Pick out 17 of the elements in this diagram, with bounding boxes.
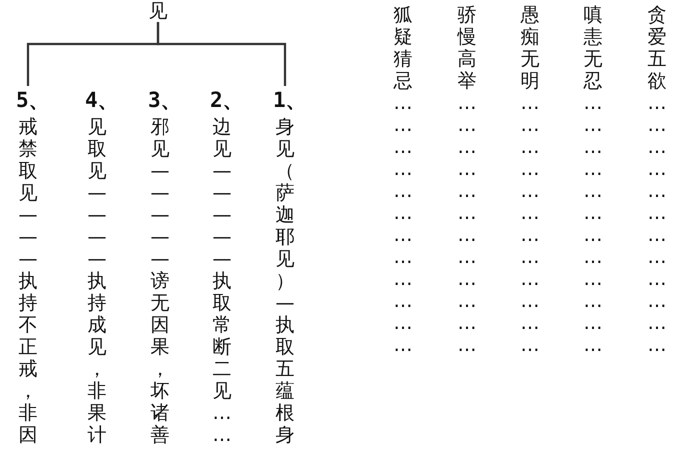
item-number: 2、 <box>210 87 244 114</box>
view-description: 身见（萨迦耶见）—执取五蕴根身 <box>274 116 296 446</box>
affliction-label: 贪爱五欲……………………………… <box>646 4 668 356</box>
view-description: 见取见————执持成见，非果计 <box>86 116 108 446</box>
affliction-label: 嗔恚无忍……………………………… <box>582 4 604 356</box>
affliction-label: 骄慢高举……………………………… <box>456 4 478 356</box>
root-heading: 见 <box>148 0 168 22</box>
view-description: 邪见—————谤无因果，坏诸善 <box>150 116 170 446</box>
view-description: 戒禁取见———执持不正戒，非因 <box>18 116 38 446</box>
tree-connector <box>26 22 160 86</box>
view-description: 边见—————执取常断二见…… <box>212 116 232 446</box>
affliction-label: 愚痴无明……………………………… <box>520 4 540 356</box>
item-number: 1、 <box>273 87 307 114</box>
item-number: 5、 <box>16 87 50 114</box>
affliction-label: 狐疑猜忌……………………………… <box>392 4 414 356</box>
item-number: 3、 <box>148 87 182 114</box>
item-number: 4、 <box>85 87 119 114</box>
